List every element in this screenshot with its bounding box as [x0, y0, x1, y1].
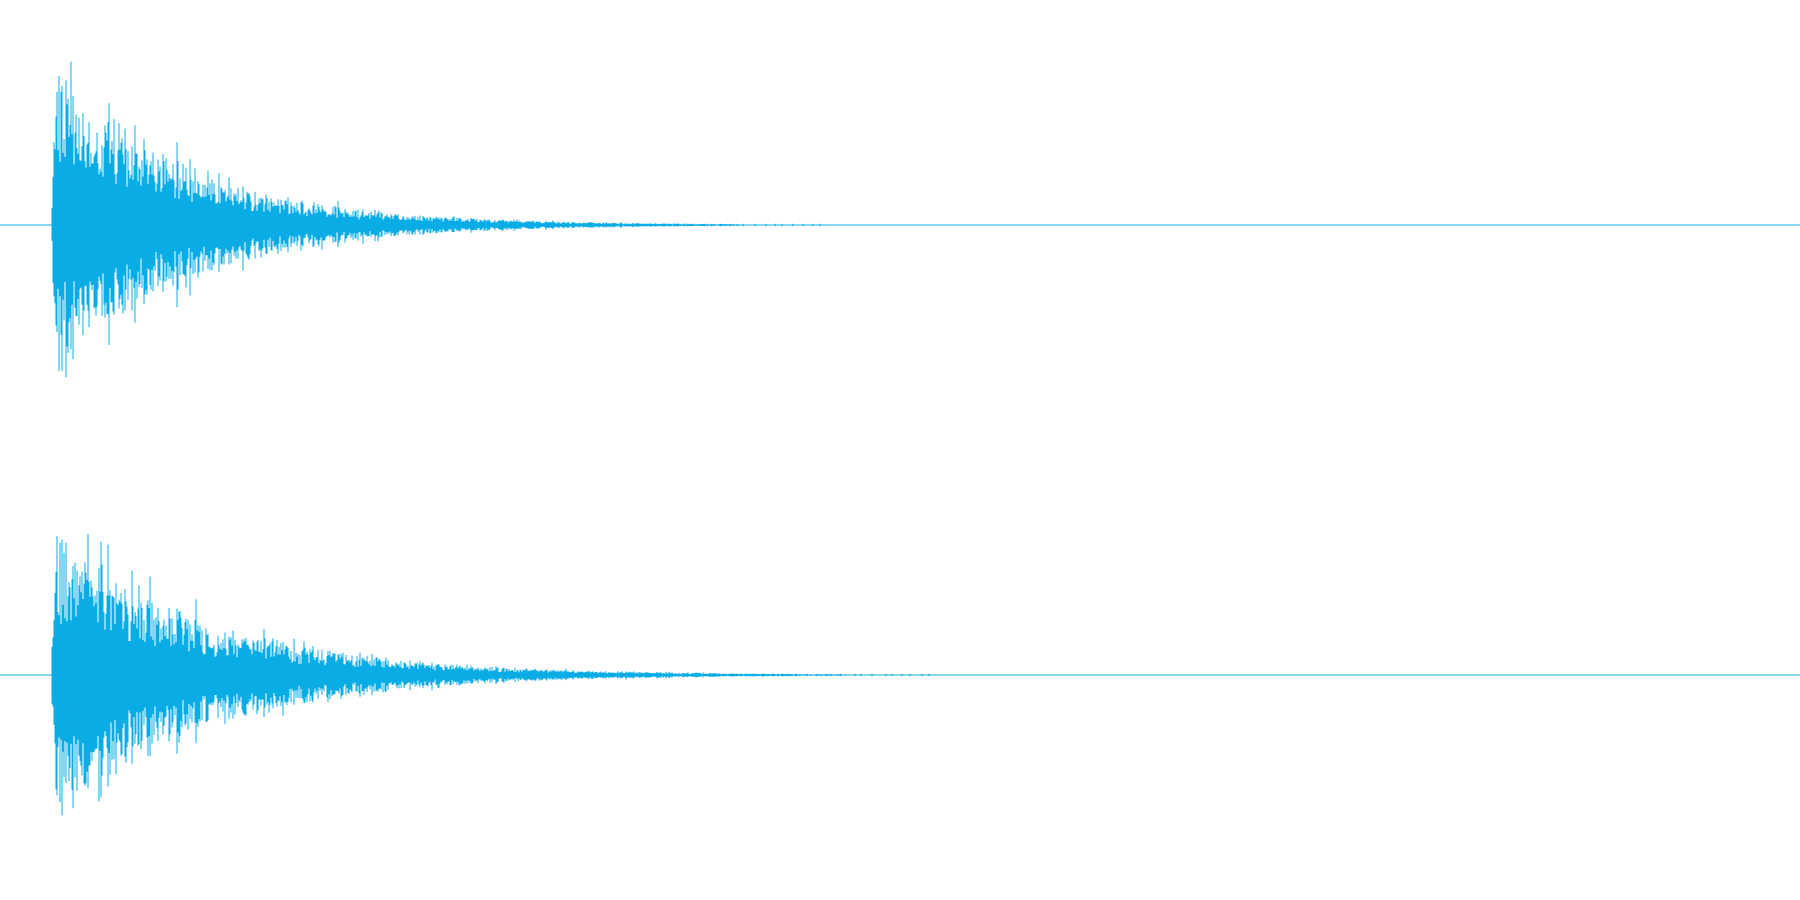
channel-1-waveform[interactable] [0, 61, 1800, 378]
waveform-trace [51, 61, 821, 378]
waveform-trace [51, 534, 930, 816]
channel-2-waveform[interactable] [0, 534, 1800, 816]
